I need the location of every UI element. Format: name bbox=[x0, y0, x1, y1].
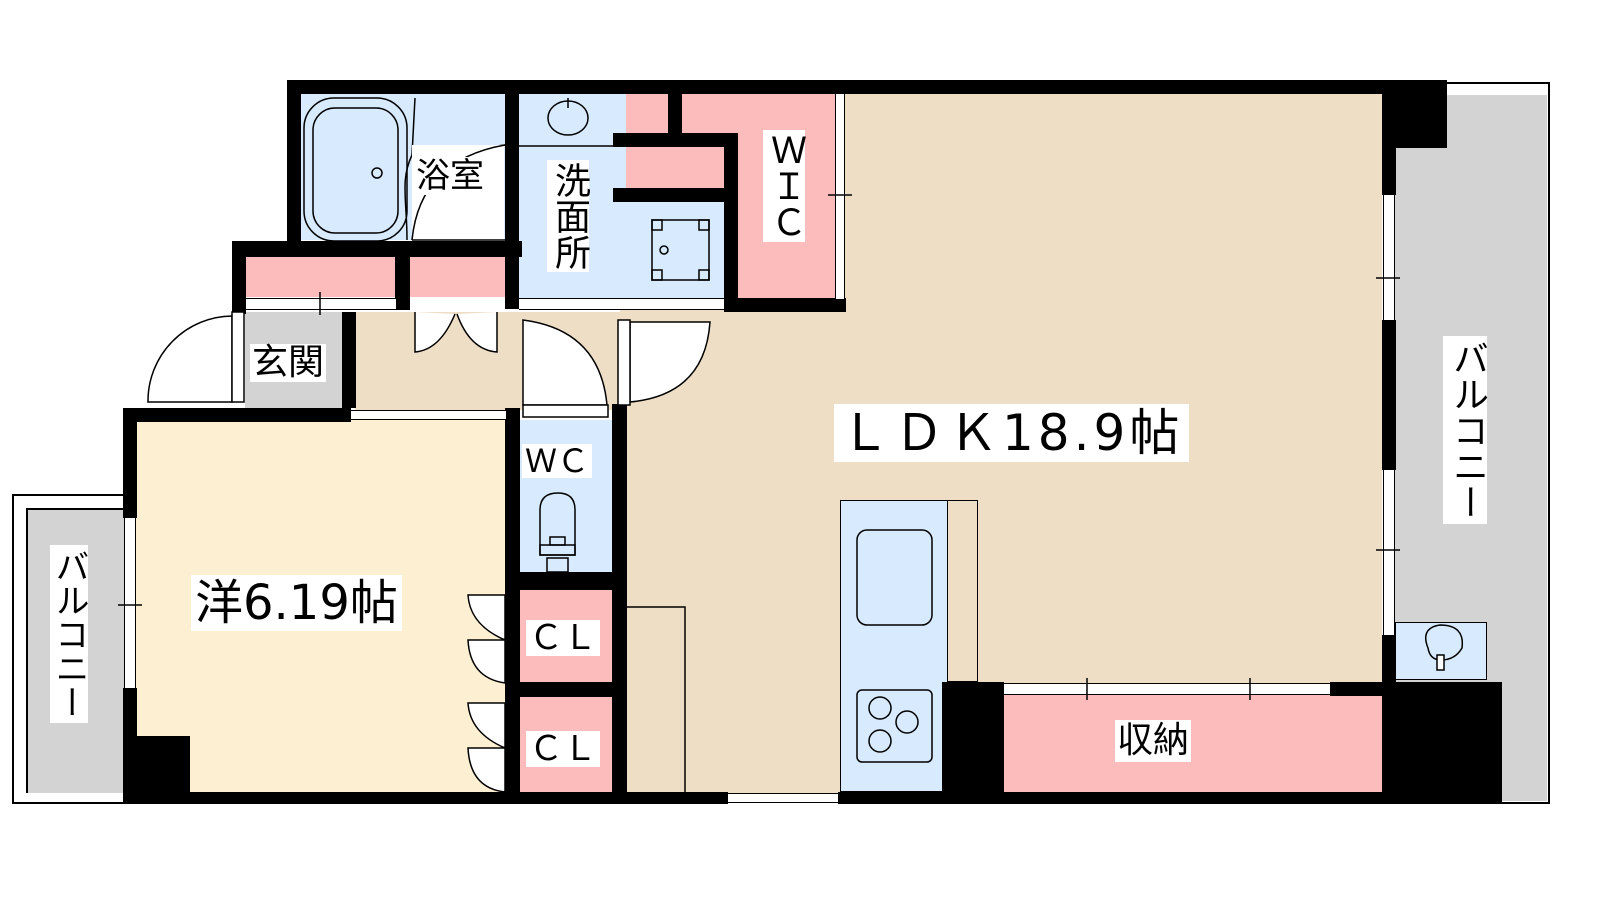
wic-opening[interactable] bbox=[835, 94, 845, 299]
shoe-storage-1 bbox=[245, 257, 395, 297]
sliding-door-shoe-storage[interactable] bbox=[246, 298, 396, 310]
storage-label: 収納 bbox=[1115, 720, 1192, 762]
wall bbox=[395, 255, 410, 310]
wall bbox=[838, 792, 1502, 804]
wall bbox=[232, 296, 246, 314]
window[interactable] bbox=[728, 793, 838, 803]
wall bbox=[668, 94, 682, 134]
balcony-left-label: バルコニー bbox=[49, 545, 89, 723]
balcony-right-label: バルコニー bbox=[1443, 336, 1488, 524]
wall bbox=[942, 682, 957, 804]
stove-icon bbox=[856, 689, 933, 763]
wall-pillar bbox=[1382, 682, 1502, 804]
wall bbox=[724, 133, 738, 311]
sliding-door-western[interactable] bbox=[351, 410, 506, 420]
wall bbox=[505, 94, 519, 309]
closet-1-label: ＣＬ bbox=[526, 620, 600, 656]
wall bbox=[123, 408, 137, 518]
wall bbox=[123, 792, 728, 804]
toilet-label: ＷＣ bbox=[522, 444, 593, 478]
wall bbox=[612, 404, 627, 804]
wall bbox=[1382, 635, 1396, 695]
wall bbox=[287, 80, 1447, 94]
entrance-door-icon bbox=[147, 311, 245, 403]
washroom-extension bbox=[626, 200, 724, 300]
wall bbox=[232, 241, 246, 301]
toilet-icon bbox=[539, 492, 576, 573]
ldk-label: ＬＤＫ18.9帖 bbox=[834, 404, 1190, 462]
wall bbox=[613, 188, 738, 202]
western-room-label: 洋6.19帖 bbox=[191, 575, 402, 631]
wall bbox=[505, 408, 520, 804]
kitchen-sink-icon bbox=[856, 529, 933, 626]
closet-2-label: ＣＬ bbox=[526, 731, 600, 767]
washroom-label: 洗面所 bbox=[547, 160, 590, 272]
window[interactable] bbox=[1383, 470, 1395, 635]
wic-label: ＷＩＣ bbox=[763, 130, 806, 242]
sliding-door-storage[interactable] bbox=[1004, 683, 1330, 695]
washbasin-icon bbox=[519, 98, 626, 147]
window[interactable] bbox=[124, 518, 136, 688]
outdoor-faucet-icon bbox=[1425, 624, 1464, 671]
wall bbox=[505, 682, 625, 697]
wall bbox=[342, 312, 356, 408]
shoe-storage-2 bbox=[410, 257, 505, 297]
wall bbox=[724, 298, 846, 312]
wall bbox=[287, 80, 301, 255]
sliding-door-washroom[interactable] bbox=[519, 298, 724, 310]
washing-machine-icon bbox=[651, 219, 710, 281]
window[interactable] bbox=[1383, 195, 1395, 320]
kitchen-back-counter bbox=[948, 500, 978, 682]
wall bbox=[1382, 320, 1396, 470]
wall bbox=[613, 133, 738, 147]
wall bbox=[1382, 80, 1396, 195]
wall bbox=[123, 408, 351, 422]
wall bbox=[505, 572, 625, 590]
entrance-label: 玄関 bbox=[250, 342, 327, 383]
bathroom-label: 浴室 bbox=[414, 156, 486, 196]
wall bbox=[232, 241, 522, 257]
